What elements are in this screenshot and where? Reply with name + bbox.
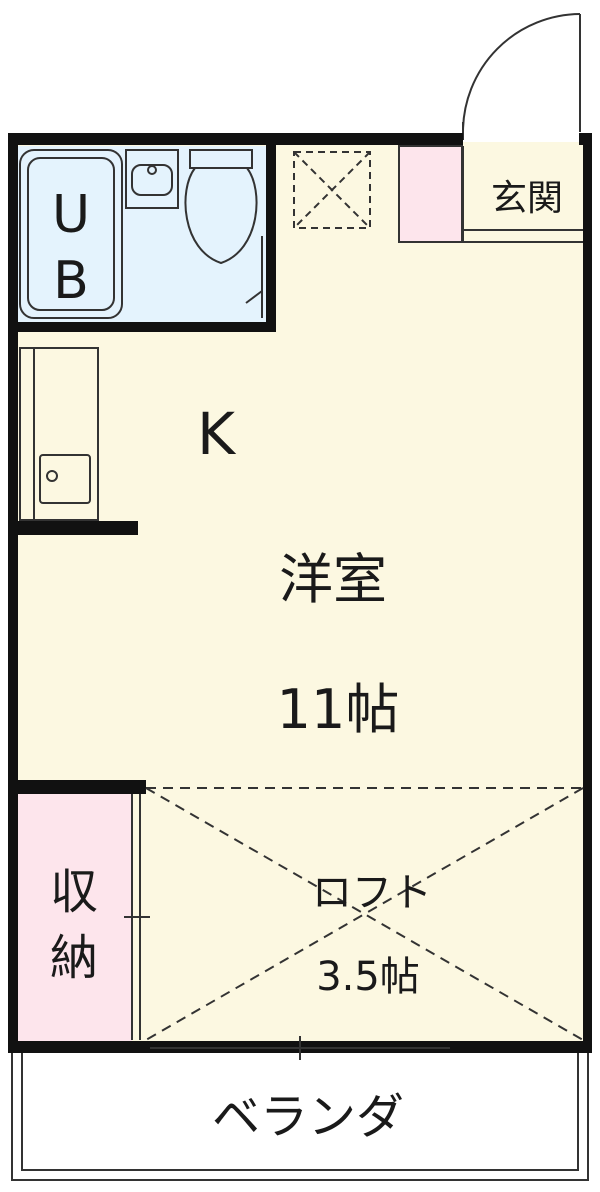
wall-top-left [8, 133, 463, 145]
closet-door [124, 794, 150, 1040]
closet-label-bottom: 納 [50, 930, 98, 986]
veranda-floor [10, 1052, 592, 1180]
closet-label-top: 収 [50, 864, 98, 920]
wall-right [583, 133, 592, 1053]
toilet-bowl [184, 167, 258, 265]
veranda-label: ベランダ [212, 1089, 404, 1145]
counter-outline [19, 347, 99, 521]
loft-size: 3.5帖 [316, 954, 420, 1000]
entrance-door [462, 13, 581, 140]
faucet [147, 165, 157, 175]
veranda-window [150, 1036, 450, 1060]
wall-bath-right [266, 145, 276, 332]
wall-bath-bottom [8, 322, 276, 332]
labels: U B K 洋室 11帖 ロフト 3.5帖 収 納 玄関 ベランダ [50, 178, 563, 1145]
kitchen-sink [39, 454, 91, 504]
kitchen-label: K [197, 400, 237, 468]
bath-floor [16, 146, 272, 324]
kitchen-drain [46, 470, 58, 482]
entrance-label: 玄関 [491, 178, 563, 219]
sink-counter [125, 149, 179, 209]
western-room-size: 11帖 [277, 678, 400, 741]
loft-name: ロフト [312, 870, 432, 916]
wall-left [8, 133, 18, 1053]
door-swing-arc [462, 13, 581, 133]
interior-walls [8, 145, 276, 794]
loft-outline [145, 787, 584, 1041]
bathtub [19, 149, 123, 319]
western-room-name: 洋室 [279, 548, 387, 611]
closet-floor [16, 794, 132, 1044]
veranda [11, 1053, 589, 1181]
kitchen-counter [19, 347, 99, 521]
unit-bath-label-b: B [53, 251, 89, 311]
vent-fan-icon [293, 151, 371, 229]
wall-closet-top [8, 780, 146, 794]
unit-bath-label-u: U [52, 185, 90, 245]
bathtub-inner [27, 157, 115, 311]
entrance-area [398, 145, 583, 243]
wall-kitchen-counter [8, 521, 138, 535]
shoebox-floor [399, 146, 462, 242]
floor-fills [10, 142, 592, 1180]
unit-bath [19, 149, 263, 319]
